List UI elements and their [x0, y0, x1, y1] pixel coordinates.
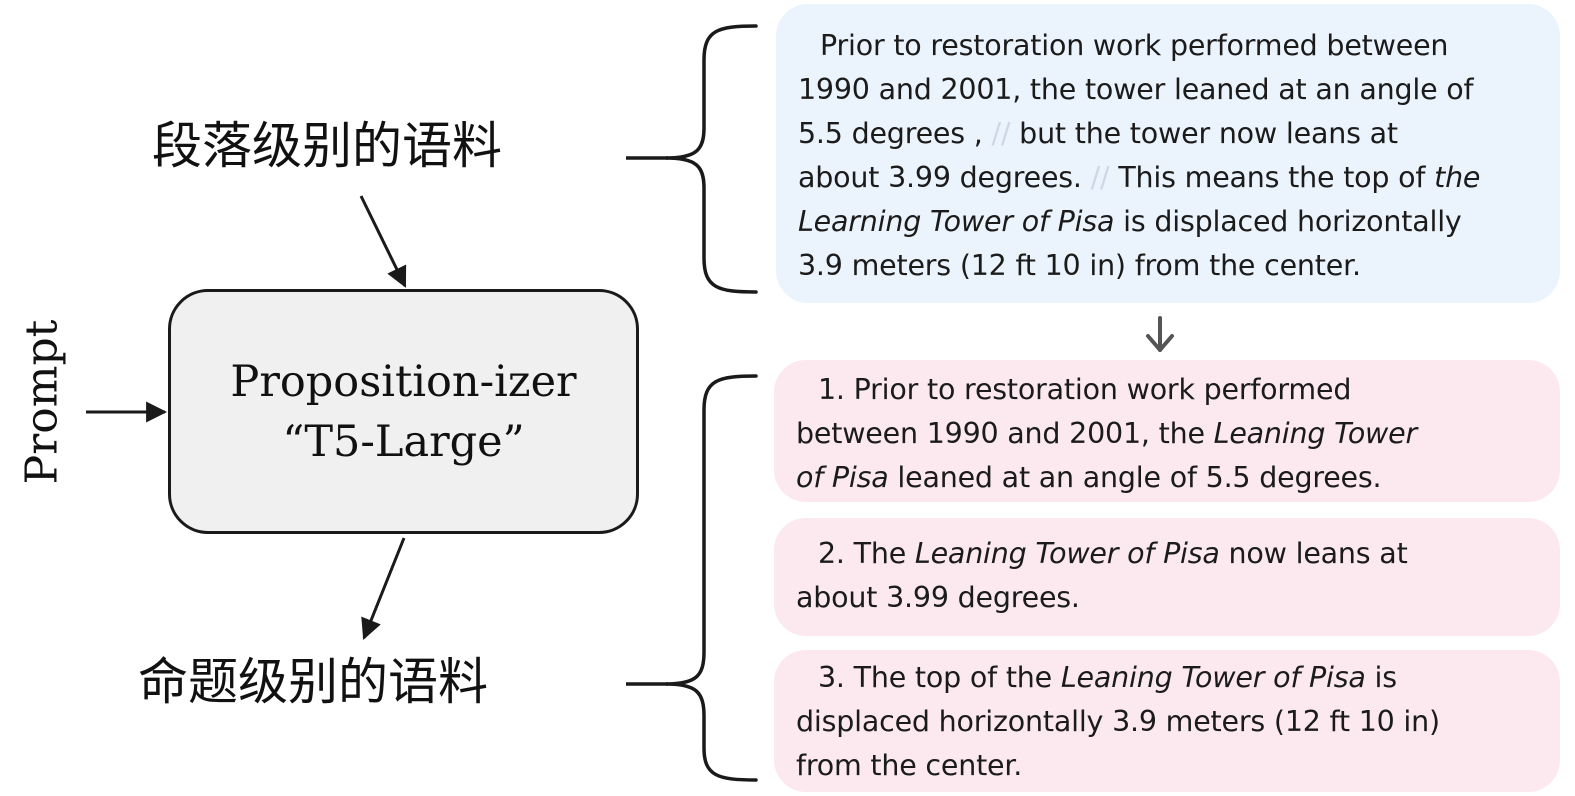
source-line: 5.5 degrees , // but the tower now leans…: [798, 117, 1398, 150]
paragraph-brace: [665, 24, 758, 294]
proposition-brace: [665, 374, 758, 782]
proposition-separator: //: [991, 117, 1011, 150]
proposition-line: 3. The top of the Leaning Tower of Pisa …: [818, 661, 1397, 694]
model-name: Proposition-izer: [230, 356, 577, 407]
proposition-card-1: 1. Prior to restoration work performed b…: [774, 360, 1560, 502]
arrow-paragraph-to-model: [359, 195, 407, 288]
proposition-card-2: 2. The Leaning Tower of Pisa now leans a…: [774, 518, 1560, 636]
source-line: 1990 and 2001, the tower leaned at an an…: [798, 73, 1474, 106]
arrow-model-to-propositions: [361, 537, 406, 640]
proposition-separator: //: [1090, 161, 1110, 194]
source-line: 3.9 meters (12 ft 10 in) from the center…: [798, 249, 1361, 282]
down-arrow-icon: [1146, 316, 1174, 352]
proposition-corpus-label: 命题级别的语料: [138, 653, 488, 711]
proposition-line: from the center.: [796, 749, 1023, 782]
proposition-line: 1. Prior to restoration work performed: [818, 373, 1352, 406]
proposition-card-3: 3. The top of the Leaning Tower of Pisa …: [774, 650, 1560, 792]
propositionizer-model-box: Proposition-izer “T5-Large”: [168, 289, 639, 534]
source-line: Prior to restoration work performed betw…: [820, 29, 1449, 62]
prompt-label: Prompt: [16, 319, 68, 485]
proposition-line: about 3.99 degrees.: [796, 581, 1080, 614]
proposition-line: of Pisa leaned at an angle of 5.5 degree…: [796, 461, 1382, 494]
proposition-line: between 1990 and 2001, the Leaning Tower: [796, 417, 1418, 450]
paragraph-corpus-label: 段落级别的语料: [152, 117, 502, 175]
source-line: about 3.99 degrees. // This means the to…: [798, 161, 1481, 194]
source-passage-card: Prior to restoration work performed betw…: [776, 4, 1560, 303]
model-backbone: “T5-Large”: [282, 416, 525, 467]
source-line: Learning Tower of Pisa is displaced hori…: [798, 205, 1462, 238]
proposition-line: displaced horizontally 3.9 meters (12 ft…: [796, 705, 1440, 738]
proposition-line: 2. The Leaning Tower of Pisa now leans a…: [818, 537, 1408, 570]
